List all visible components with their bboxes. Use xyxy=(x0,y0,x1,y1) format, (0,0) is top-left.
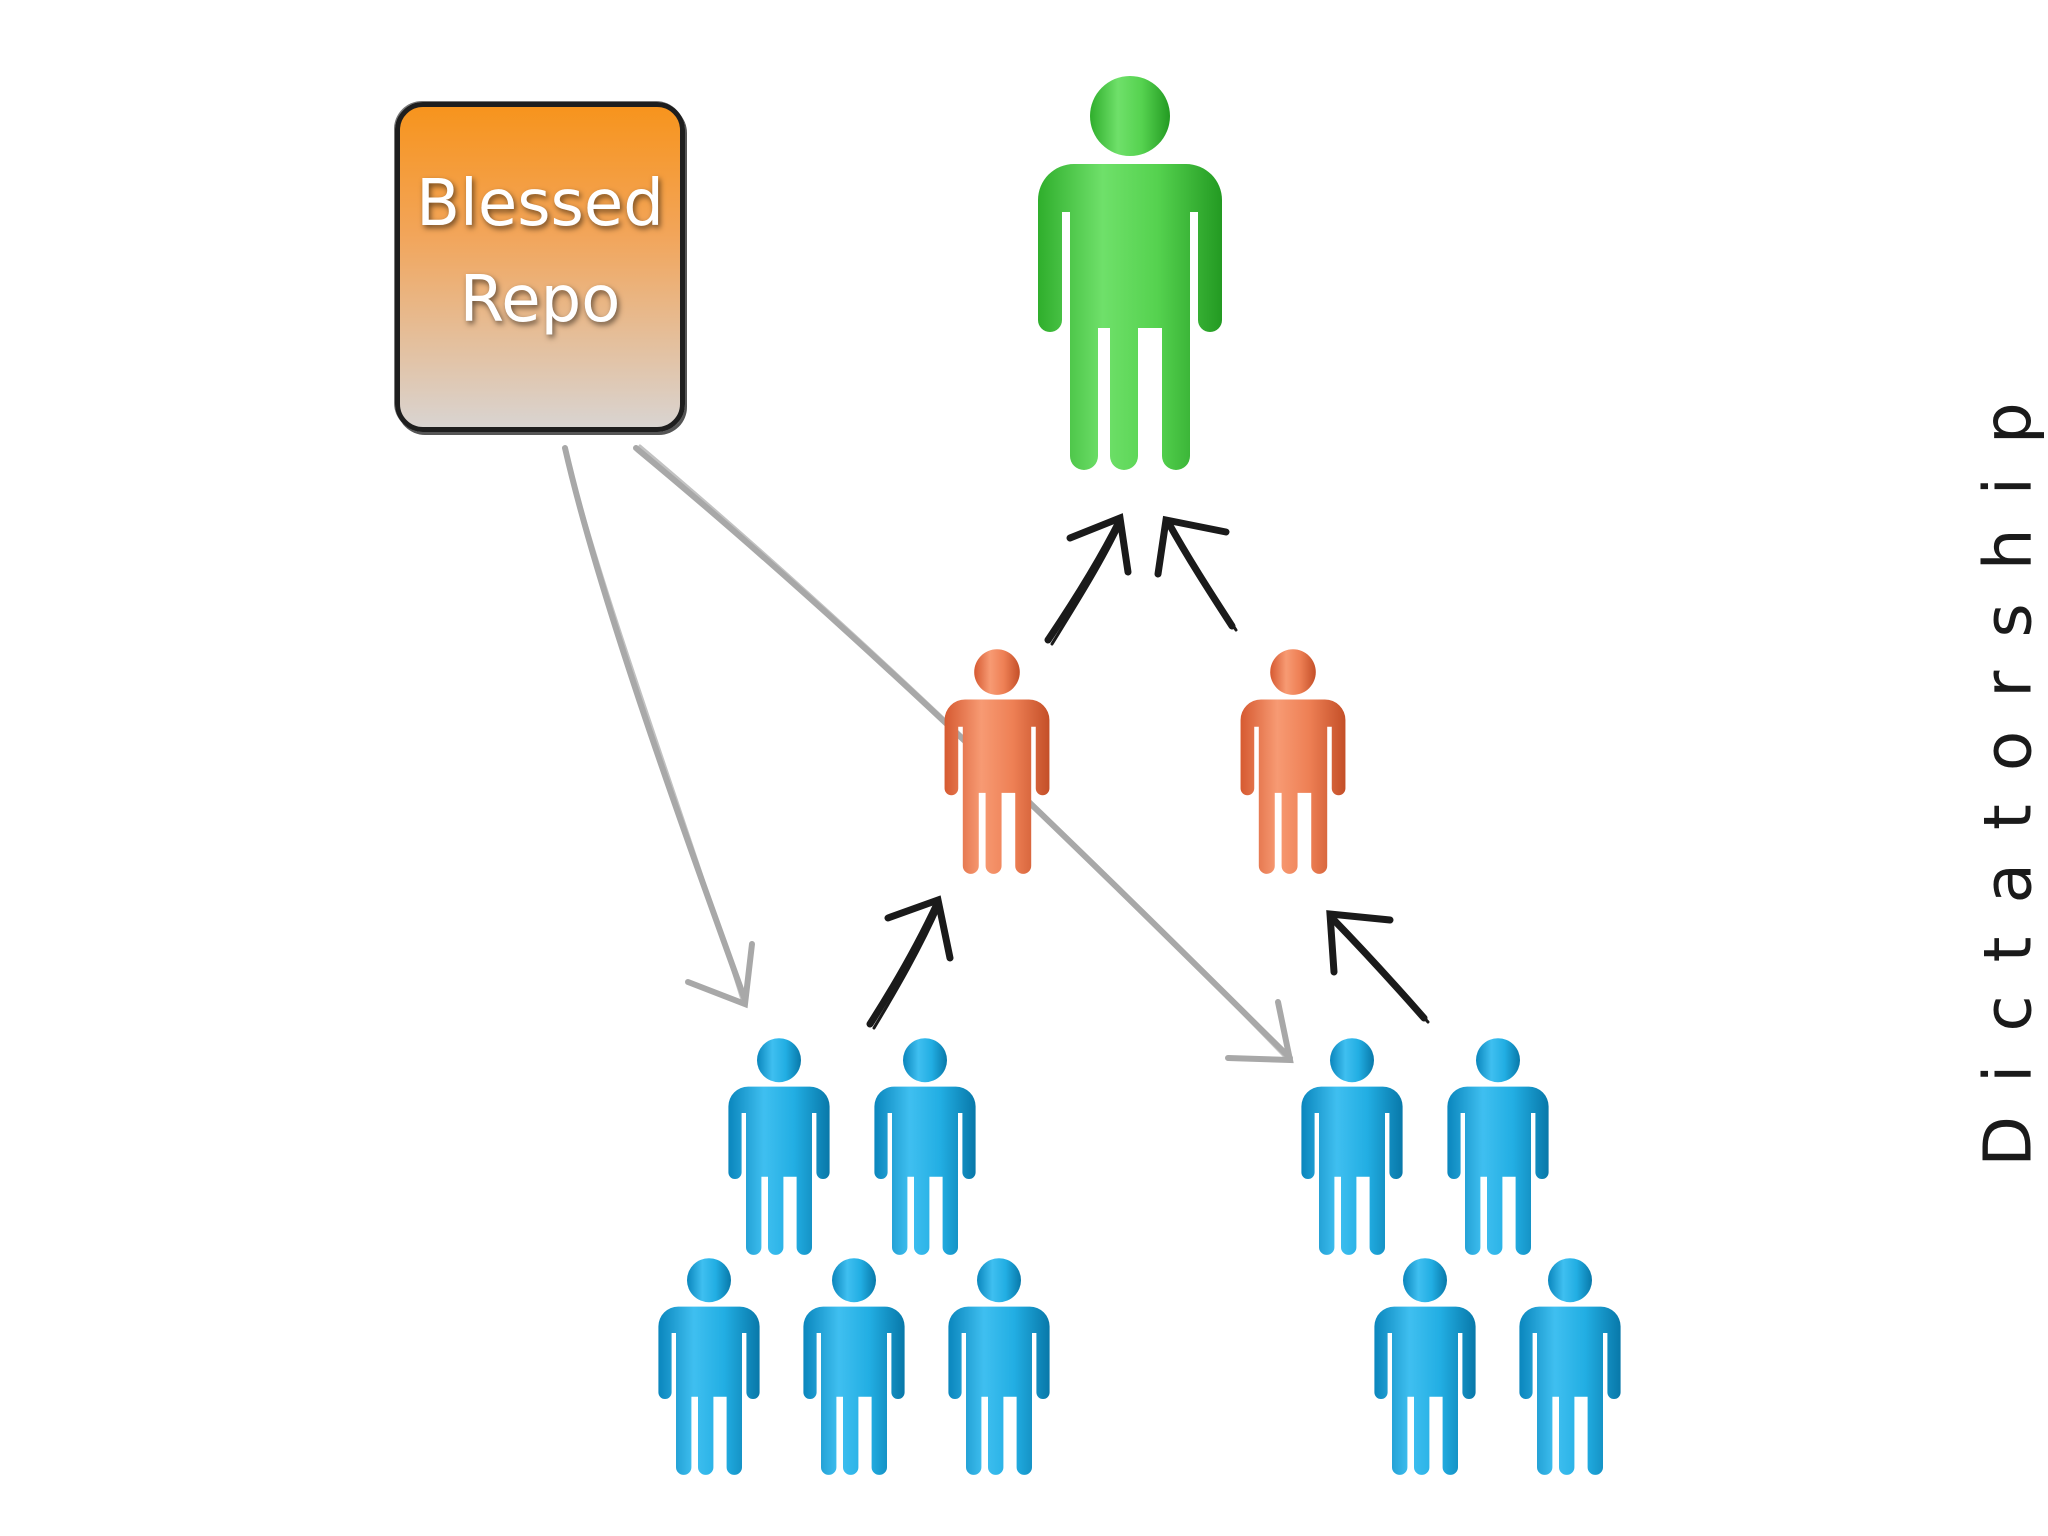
push-arrows xyxy=(866,513,1430,1030)
developer-group-left xyxy=(658,1038,1050,1475)
blessed-repo-box: Blessed Repo xyxy=(395,102,685,432)
dictator-person-icon xyxy=(1038,76,1222,470)
push-arrow-lieutenant-left-to-dictator xyxy=(1044,513,1132,646)
lieutenant-person-icon xyxy=(944,649,1050,874)
developer-group-right xyxy=(1301,1038,1621,1475)
push-arrow-devs-right-to-lieutenant xyxy=(1326,910,1430,1024)
blessed-repo-label: Blessed Repo xyxy=(416,167,664,337)
push-arrow-lieutenant-right-to-dictator xyxy=(1154,515,1238,632)
developer-person-icon xyxy=(728,1038,830,1255)
developer-person-icon xyxy=(1519,1258,1621,1475)
developer-person-icon xyxy=(874,1038,976,1255)
developer-person-icon xyxy=(803,1258,905,1475)
lieutenant-person-icon xyxy=(1240,649,1346,874)
push-arrow-devs-left-to-lieutenant xyxy=(866,895,954,1030)
developer-person-icon xyxy=(658,1258,760,1475)
side-title: Dictatorship xyxy=(1969,369,2047,1167)
lieutenant-group xyxy=(944,649,1346,874)
developer-person-icon xyxy=(1301,1038,1403,1255)
developer-person-icon xyxy=(1447,1038,1549,1255)
developer-person-icon xyxy=(1374,1258,1476,1475)
pull-arrow-left xyxy=(562,445,755,1009)
developer-person-icon xyxy=(948,1258,1050,1475)
